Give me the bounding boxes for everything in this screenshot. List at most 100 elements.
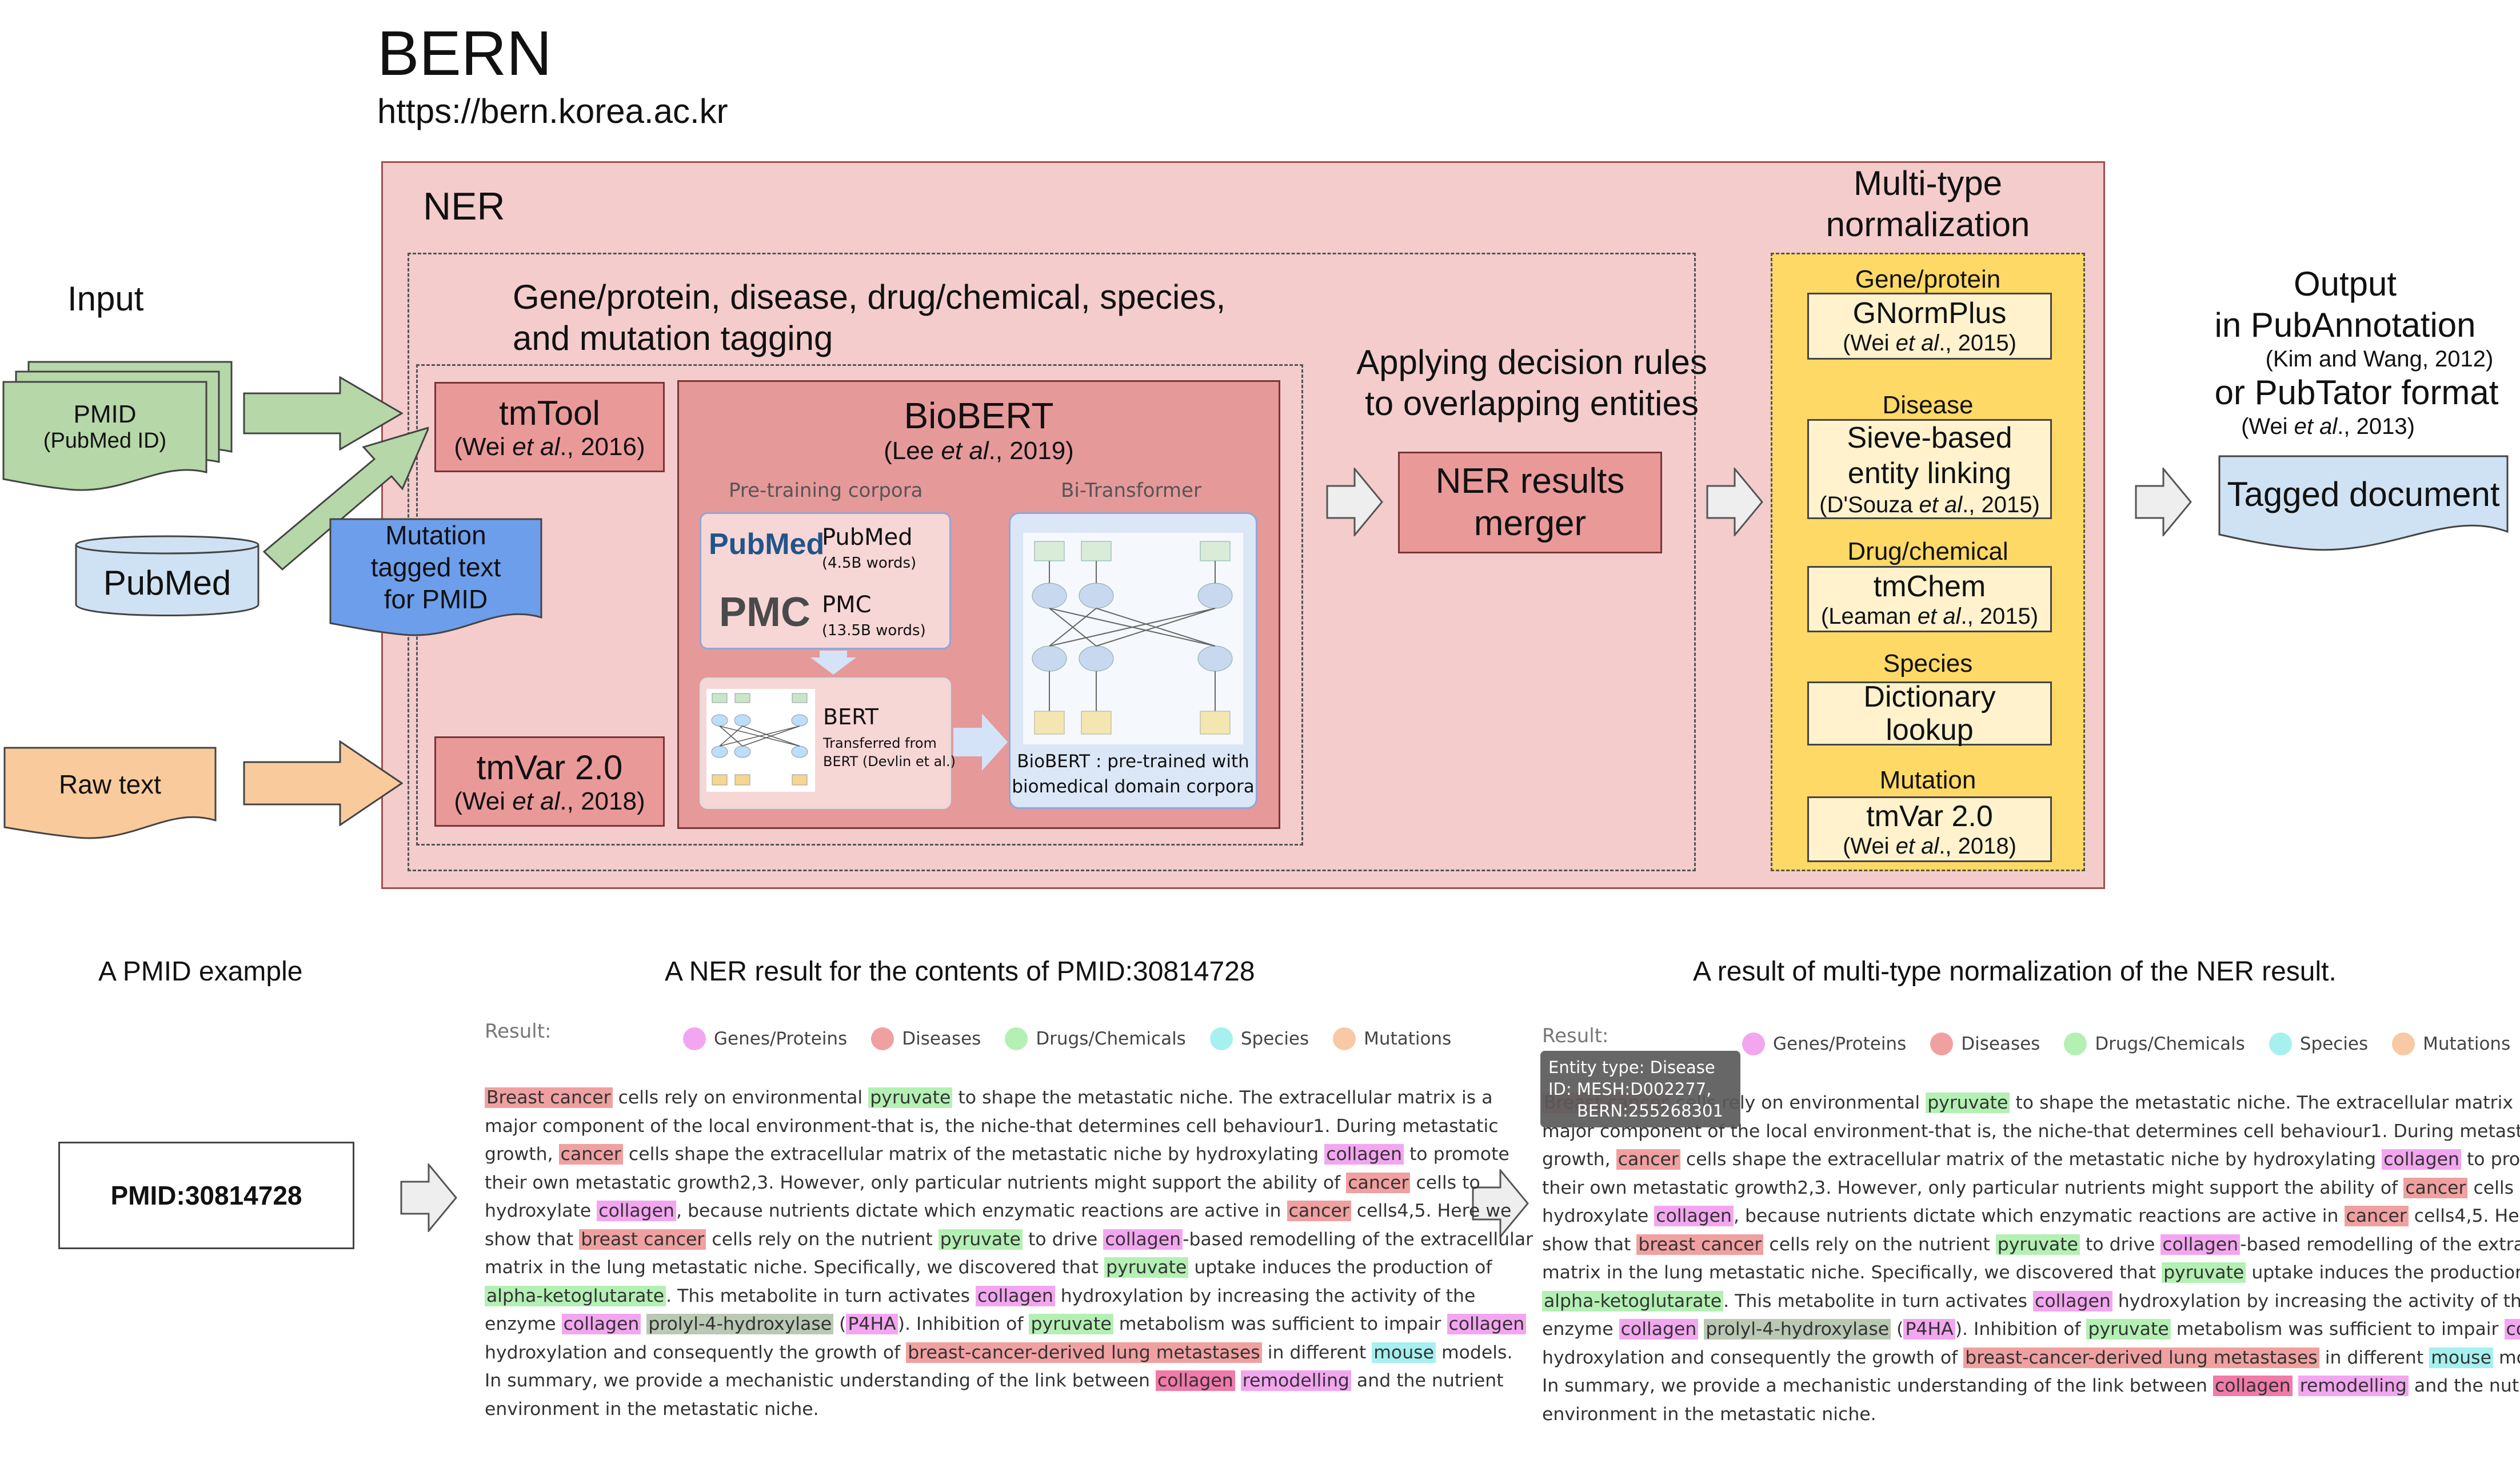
entity-gray[interactable]: prolyl-4-hydroxylase (1704, 1319, 1891, 1340)
norm-species-line-1: Dictionary (1863, 680, 1996, 713)
entity-gene[interactable]: collagen (2160, 1234, 2241, 1255)
pmid-input-title: PMID (73, 400, 137, 428)
entity-drug[interactable]: pyruvate (938, 1229, 1023, 1250)
entity-gene[interactable]: collagen (1654, 1206, 1734, 1226)
legend-mutations-dot (1333, 1027, 1356, 1050)
norm-gene-box: GNormPlus (Wei et al., 2015) (1807, 293, 2052, 360)
paragraph-line: In summary, we provide a mechanistic und… (1542, 1372, 2520, 1401)
plain-text: ). Inhibition of (1955, 1319, 2087, 1340)
plain-text: cells rely on the nutrient (706, 1229, 938, 1250)
entity-gene[interactable]: collagen (1324, 1144, 1404, 1165)
entity-drug[interactable]: pyruvate (868, 1087, 953, 1108)
entity-drug[interactable]: pyruvate (1926, 1093, 2010, 1113)
entity-drug[interactable]: pyruvate (1104, 1257, 1189, 1278)
biobert-caption-line-2: biomedical domain corpora (1012, 776, 1255, 797)
paragraph-line: matrix in the lung metastatic niche. Spe… (485, 1254, 1533, 1282)
paragraph-line: hydroxylation and consequently the growt… (485, 1339, 1533, 1368)
output-cite-2: (Wei et al., 2013) (2241, 414, 2415, 439)
plain-text: cells shape the extracellular matrix of … (1680, 1149, 2382, 1170)
legend-mutations: Mutations (1333, 1027, 1451, 1050)
plain-text: environment in the metastatic niche. (1542, 1404, 1876, 1425)
entity-drug[interactable]: pyruvate (2162, 1262, 2246, 1283)
raw-text-doc-shape (3, 747, 217, 839)
paragraph-line: environment in the metastatic niche. (1542, 1401, 2520, 1429)
merger-line-1: NER results (1435, 461, 1625, 501)
biobert-name: BioBERT (904, 395, 1054, 436)
bern-url[interactable]: https://bern.korea.ac.kr (377, 92, 728, 130)
entity-species[interactable]: mouse (2429, 1347, 2493, 1368)
plain-text: their own metastatic growth2,3. However,… (1542, 1177, 2404, 1198)
norm-chem-tool: tmChem (1873, 569, 1986, 603)
entity-gene[interactable]: collagen (1447, 1314, 1527, 1334)
mutation-line-2: tagged text (370, 552, 501, 582)
plain-text: to promote (1403, 1144, 1509, 1165)
entity-species[interactable]: mouse (1372, 1342, 1436, 1363)
norm-gene-citation: (Wei et al., 2015) (1843, 330, 2016, 356)
entity-drug[interactable]: pyruvate (1029, 1314, 1113, 1334)
entity-gene[interactable]: P4HA (846, 1314, 898, 1334)
plain-text: , because nutrients dictate which enzyma… (676, 1201, 1287, 1221)
entity-disease[interactable]: cancer (2344, 1206, 2409, 1226)
entity-gene[interactable]: remodelling (2298, 1376, 2409, 1396)
entity-disease[interactable]: Breast cancer (485, 1087, 613, 1108)
output-title-1: Output (2293, 265, 2397, 303)
entity-drug[interactable]: pyruvate (2086, 1319, 2171, 1340)
entity-drug[interactable]: pyruvate (1995, 1234, 2080, 1255)
entity-gene[interactable]: collagen (1103, 1229, 1183, 1250)
pubmed-input-arrow (262, 426, 429, 571)
entity-gene[interactable]: collagen (2382, 1149, 2461, 1170)
norm-disease-type: Disease (1882, 391, 1974, 419)
corpora-box (700, 512, 951, 649)
entity-disease[interactable]: cancer (2403, 1177, 2468, 1198)
entity-gene[interactable]: collagen (1619, 1319, 1699, 1340)
entity-drug[interactable]: alpha-ketoglutarate (1542, 1290, 1724, 1311)
paragraph-line: growth, cancer cells shape the extracell… (485, 1141, 1533, 1169)
ner-label: NER (423, 185, 505, 228)
plain-text: metabolism was sufficient to impair (2170, 1319, 2505, 1340)
input-label: Input (67, 280, 144, 318)
bert-desc-line-2: BERT (Devlin et al.) (823, 754, 956, 770)
transformer-diagram (1023, 533, 1243, 744)
norm-gene-type: Gene/protein (1855, 265, 2001, 293)
ner-result-paragraph: Breast cancer cells rely on environmenta… (485, 1084, 1533, 1424)
entity-dark[interactable]: collagen (1155, 1370, 1235, 1391)
entity-gene[interactable]: collagen (561, 1314, 641, 1334)
legend-genes: Genes/Proteins (683, 1027, 847, 1050)
mutation-doc-label: Mutation tagged text for PMID (329, 519, 543, 615)
plain-text: hydroxylate (1542, 1206, 1655, 1226)
entity-gene[interactable]: remodelling (1240, 1370, 1351, 1391)
legend2-genes: Genes/Proteins (1742, 1033, 1906, 1055)
paragraph-line: In summary, we provide a mechanistic und… (485, 1367, 1533, 1396)
plain-text: models. (1435, 1342, 1513, 1363)
entity-gene[interactable]: P4HA (1903, 1319, 1955, 1340)
plain-text: cells shape the extracellular matrix of … (622, 1144, 1325, 1165)
entity-disease[interactable]: cancer (1616, 1149, 1680, 1170)
entity-drug[interactable]: alpha-ketoglutarate (485, 1285, 666, 1306)
entity-disease[interactable]: breast cancer (579, 1229, 706, 1250)
entity-gene[interactable]: collagen (2033, 1290, 2112, 1311)
paragraph-line: hydroxylate collagen, because nutrients … (485, 1197, 1533, 1226)
paragraph-line: their own metastatic growth2,3. However,… (485, 1169, 1533, 1198)
tmtool-citation: (Wei et al., 2016) (454, 432, 645, 461)
plain-text: -based remodelling of the extracellular (2240, 1234, 2520, 1255)
plain-text: , because nutrients dictate which enzyma… (1734, 1206, 2345, 1226)
entity-disease[interactable]: breast-cancer-derived lung metastases (1963, 1347, 2319, 1368)
entity-disease[interactable]: cancer (1346, 1172, 1411, 1193)
entity-disease[interactable]: cancer (1287, 1201, 1351, 1221)
decision-rules-text: Applying decision rules to overlapping e… (1320, 342, 1743, 424)
entity-disease[interactable]: breast cancer (1636, 1234, 1764, 1255)
entity-gene[interactable]: collagen (2504, 1319, 2520, 1340)
entity-disease[interactable]: cancer (558, 1144, 623, 1165)
entity-gene[interactable]: collagen (597, 1201, 676, 1221)
bert-desc: Transferred from BERT (Devlin et al.) (823, 734, 956, 771)
ner-merger-box: NER results merger (1398, 452, 1662, 553)
norm-disease-line-2: entity linking (1847, 456, 2012, 490)
entity-disease[interactable]: breast-cancer-derived lung metastases (906, 1342, 1262, 1363)
entity-gray[interactable]: prolyl-4-hydroxylase (646, 1314, 834, 1334)
paragraph-line: environment in the metastatic niche. (485, 1396, 1533, 1424)
entity-dark[interactable]: collagen (2213, 1376, 2293, 1396)
entity-gene[interactable]: collagen (976, 1285, 1055, 1306)
plain-text: cells to (1410, 1172, 1480, 1193)
plain-text: in different (1261, 1342, 1372, 1363)
pmid-document-stack (2, 361, 233, 491)
